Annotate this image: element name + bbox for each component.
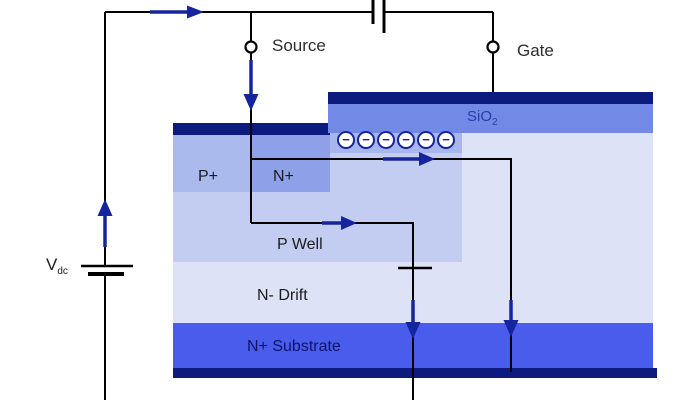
p-plus-label: P+ <box>198 168 219 185</box>
sio2-label-subscript: 2 <box>492 117 498 128</box>
p-well-label: P Well <box>277 236 323 253</box>
n-substrate-label: N+ Substrate <box>247 338 341 355</box>
sio2-label: SiO2 <box>467 108 498 128</box>
vdc-label: Vdc <box>46 255 68 277</box>
gate-terminal-icon <box>486 40 500 54</box>
vdc-label-base: V <box>46 255 58 274</box>
electron-icon: − <box>437 131 455 149</box>
n-plus-region <box>251 135 330 192</box>
current-arrow-pwell-right-icon <box>322 216 357 230</box>
current-arrow-source-down-icon <box>243 60 259 111</box>
electron-icon: − <box>357 131 375 149</box>
source-label: Source <box>272 36 326 55</box>
n-plus-label: N+ <box>273 168 294 185</box>
p-plus-region <box>173 135 251 192</box>
sio2-label-base: SiO <box>467 108 493 125</box>
n-drift-label: N- Drift <box>257 287 308 304</box>
current-arrow-right-down-icon <box>503 300 519 337</box>
source-terminal-icon <box>244 40 258 54</box>
gate-metal-bar <box>328 92 653 104</box>
electron-icon: − <box>337 131 355 149</box>
gate-label: Gate <box>517 41 554 60</box>
sio2-layer <box>328 104 653 133</box>
vdc-label-subscript: dc <box>57 266 68 277</box>
electron-icon: − <box>417 131 435 149</box>
pwell-current-wire <box>251 222 414 400</box>
electron-channel-row: − − − − − − <box>337 131 455 149</box>
drain-metal-bar <box>173 368 657 378</box>
electron-icon: − <box>377 131 395 149</box>
current-arrow-mid-down-icon <box>405 300 421 339</box>
current-arrow-battery-up-icon <box>97 199 113 247</box>
current-arrow-channel-right-icon <box>383 152 435 166</box>
current-arrow-top-right-icon <box>150 5 204 19</box>
electron-icon: − <box>397 131 415 149</box>
